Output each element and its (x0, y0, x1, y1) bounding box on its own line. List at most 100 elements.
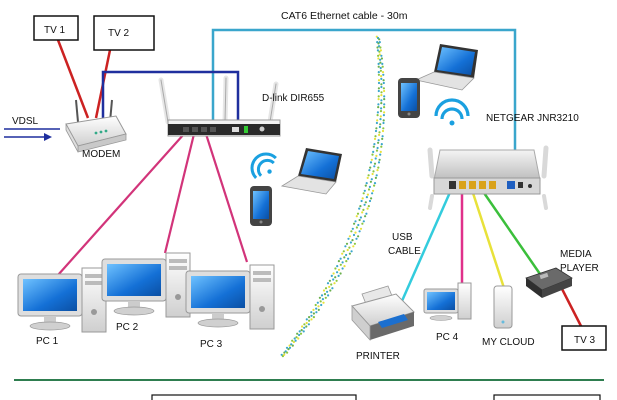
wireless-dot (356, 212, 360, 215)
wireless-dot (345, 253, 348, 257)
wireless-dot (382, 121, 385, 125)
wireless-dot (374, 129, 378, 133)
wireless-dot (374, 135, 377, 138)
wireless-dot (377, 106, 380, 109)
wireless-dot (372, 145, 375, 148)
wireless-dot (290, 343, 293, 346)
wireless-dot (380, 85, 383, 89)
dlink-router: D-link DIR655 (158, 75, 325, 137)
wireless-dot (350, 250, 353, 253)
wireless-dot (316, 301, 319, 304)
wireless-dot (353, 242, 356, 245)
wireless-dot (310, 318, 313, 321)
wireless-dot (377, 45, 381, 48)
wireless-dot (372, 150, 375, 153)
wireless-dot (301, 325, 304, 328)
usb-cable-label-line2: CABLE (388, 246, 421, 257)
wireless-dot (371, 153, 374, 156)
wireless-dot (380, 83, 383, 86)
wireless-dot (383, 103, 386, 106)
wireless-dot (375, 149, 379, 152)
wireless-dot (358, 218, 361, 222)
wireless-dot (364, 184, 367, 187)
wireless-dot (312, 312, 315, 315)
wireless-dot (327, 294, 330, 297)
printer-label: PRINTER (356, 351, 400, 362)
wireless-dot (367, 205, 370, 208)
wireless-dot (294, 339, 297, 342)
bottom-panel-right (493, 394, 601, 400)
wireless-dot (376, 169, 379, 172)
wireless-dot (315, 307, 318, 310)
wireless-dot (381, 129, 385, 133)
tv3-label: TV 3 (574, 335, 596, 346)
pc2: PC 2 (101, 252, 191, 333)
wireless-dot (373, 165, 376, 168)
pc4-label: PC 4 (436, 332, 459, 343)
tv-icon (33, 15, 79, 41)
wireless-dot (376, 111, 379, 114)
pc1: PC 1 (17, 267, 107, 347)
wireless-dot (295, 336, 298, 339)
wireless-dot (383, 95, 386, 98)
wireless-dot (324, 296, 327, 299)
wireless-dot (368, 199, 372, 203)
wireless-dot (378, 131, 381, 134)
wireless-dot (299, 332, 303, 335)
dlink-label: D-link DIR655 (262, 93, 325, 104)
wireless-dot (293, 337, 296, 340)
wireless-dot (370, 197, 373, 200)
wireless-dot (291, 344, 294, 347)
pc3: PC 3 (185, 264, 275, 350)
wireless-dot (347, 257, 350, 260)
wireless-dot (363, 189, 366, 192)
wireless-dot (377, 95, 380, 98)
wireless-dot (362, 208, 365, 211)
desktop-pc-icon (17, 267, 107, 333)
wireless-dot (378, 53, 381, 56)
wireless-dot (336, 265, 339, 268)
tv3: TV 3 (561, 325, 607, 351)
wireless-dot (380, 77, 383, 80)
wireless-dot (352, 245, 355, 248)
wireless-dot (379, 69, 382, 72)
wireless-dot (330, 274, 333, 277)
cable-title: CAT6 Ethernet cable - 30m (281, 10, 408, 22)
mycloud-cable (470, 189, 506, 289)
wireless-dot (383, 106, 386, 109)
wireless-dot (288, 344, 291, 347)
pc1-cable (57, 133, 185, 276)
wireless-dot (366, 207, 369, 210)
wireless-dot (308, 319, 311, 322)
wireless-dot (382, 119, 385, 122)
netgear-router: NETGEAR JNR3210 (427, 113, 579, 210)
pc1-label: PC 1 (36, 336, 59, 347)
mycloud-label: MY CLOUD (482, 337, 535, 348)
wireless-dot (377, 141, 380, 144)
wireless-dot (354, 231, 357, 234)
vdsl-arrowhead (44, 133, 52, 141)
wireless-dot (348, 246, 351, 249)
wireless-dot (331, 287, 334, 290)
media-player-cable (480, 189, 542, 275)
wireless-dot (380, 102, 383, 105)
wireless-dot (378, 158, 381, 161)
wireless-dot (318, 296, 321, 299)
tv-icon (561, 325, 607, 351)
wireless-dot (348, 235, 351, 238)
wireless-dot (383, 98, 386, 101)
wireless-dot (377, 161, 381, 164)
wireless-dot (317, 308, 320, 311)
wireless-dot (379, 153, 382, 156)
wireless-dot (350, 230, 353, 233)
wireless-dot (377, 166, 380, 169)
wireless-dot (298, 330, 301, 333)
wireless-dot (339, 257, 342, 260)
wireless-dot (351, 227, 354, 230)
wifi-icon (250, 152, 277, 179)
cat6-ethernet-cable (211, 28, 517, 180)
wireless-dot (328, 285, 331, 288)
wireless-dot (375, 174, 378, 177)
wireless-dot (333, 282, 336, 285)
wireless-range-divider (280, 35, 386, 358)
